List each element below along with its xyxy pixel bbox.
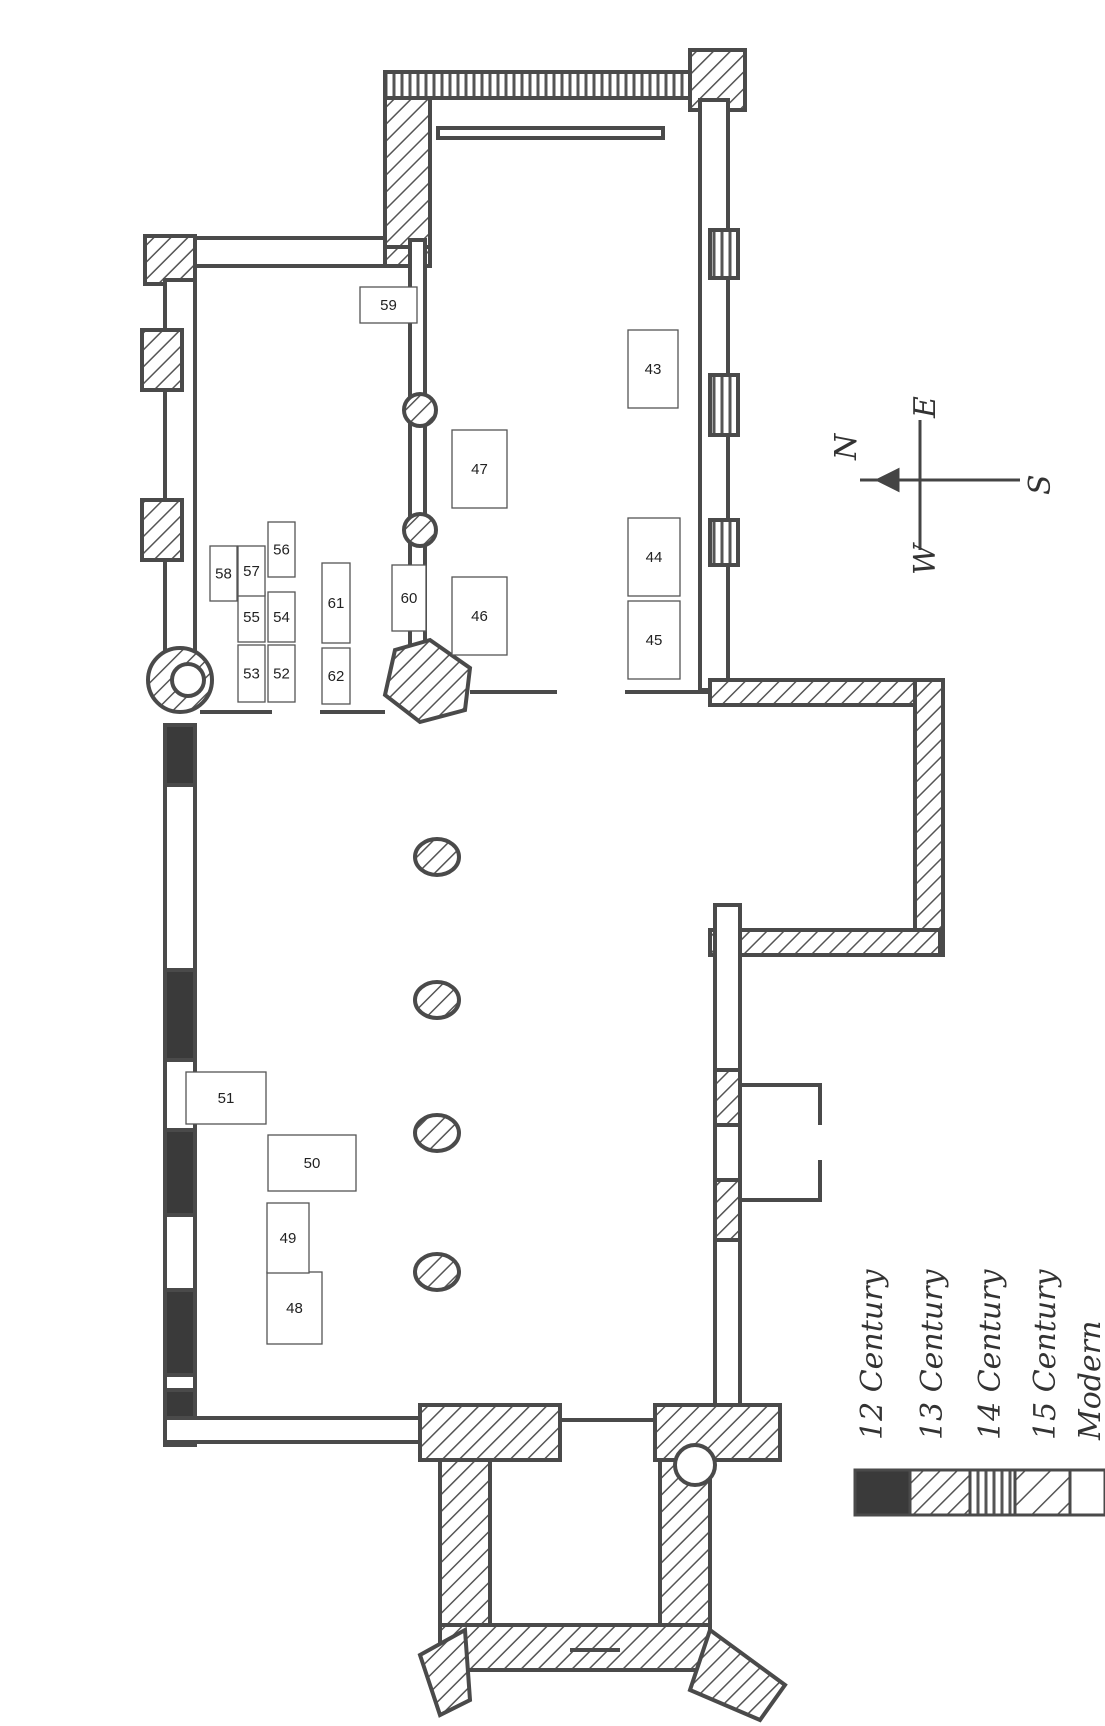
slab-label-61: 61 [328,595,345,612]
slab-label-45: 45 [646,632,663,649]
slab-46 [451,576,508,656]
slab-label-47: 47 [471,461,488,478]
slab-50 [267,1134,357,1192]
slab-label-54: 54 [273,609,290,626]
slab-61 [321,562,351,644]
legend-swatch-12-century [853,1468,912,1517]
slab-44 [627,517,681,597]
slab-57 [237,545,266,597]
slab-58 [209,545,238,602]
compass-south: S [1023,474,1058,495]
slab-label-52: 52 [273,666,290,683]
legend-label-12: 12 Century [855,1269,890,1440]
slab-48 [266,1271,323,1345]
compass-north: N [829,432,864,461]
slab-label-43: 43 [645,361,662,378]
walls [140,48,945,1723]
slab-51 [185,1071,267,1125]
legend: 12 Century 13 Century 14 Century 15 Cent… [853,1269,1105,1517]
slab-59 [359,286,418,324]
slab-53 [237,644,266,703]
slab-label-62: 62 [328,668,345,685]
slab-43 [627,329,679,409]
slab-label-51: 51 [218,1090,235,1107]
legend-label-14: 14 Century [973,1269,1008,1440]
nave-pillars [402,392,461,1292]
slab-label-59: 59 [380,297,397,314]
slab-56 [267,521,296,578]
slab-label-56: 56 [273,542,290,559]
slab-52 [267,644,296,703]
legend-swatch-13-century [908,1468,972,1517]
legend-label-modern: Modern [1073,1321,1105,1441]
compass-west: W [908,542,943,575]
slab-49 [266,1202,310,1274]
compass: N S E W [829,396,1058,575]
legend-label-15: 15 Century [1028,1269,1063,1440]
legend-swatch-modern [1068,1468,1105,1517]
slab-label-49: 49 [280,1230,297,1247]
legend-swatch-15-century [1013,1468,1072,1517]
slab-label-53: 53 [243,666,260,683]
slab-label-44: 44 [646,549,663,566]
slab-label-58: 58 [215,566,232,583]
slab-45 [627,600,681,680]
slab-label-50: 50 [304,1155,321,1172]
slab-55 [237,591,266,643]
legend-label-13: 13 Century [915,1269,950,1440]
compass-east: E [908,396,943,419]
slab-62 [321,647,351,705]
slab-47 [451,429,508,509]
slab-label-57: 57 [243,563,260,580]
slab-label-55: 55 [243,609,260,626]
slab-label-46: 46 [471,608,488,625]
slab-54 [267,591,296,643]
slab-label-60: 60 [401,590,418,607]
memorial-slabs: 43 44 45 46 47 48 49 50 51 52 53 54 55 56 57 58 59 60 61 62 [185,286,681,1345]
slab-60 [391,564,427,632]
legend-swatch-14-century [968,1468,1017,1517]
slab-label-48: 48 [286,1300,303,1317]
